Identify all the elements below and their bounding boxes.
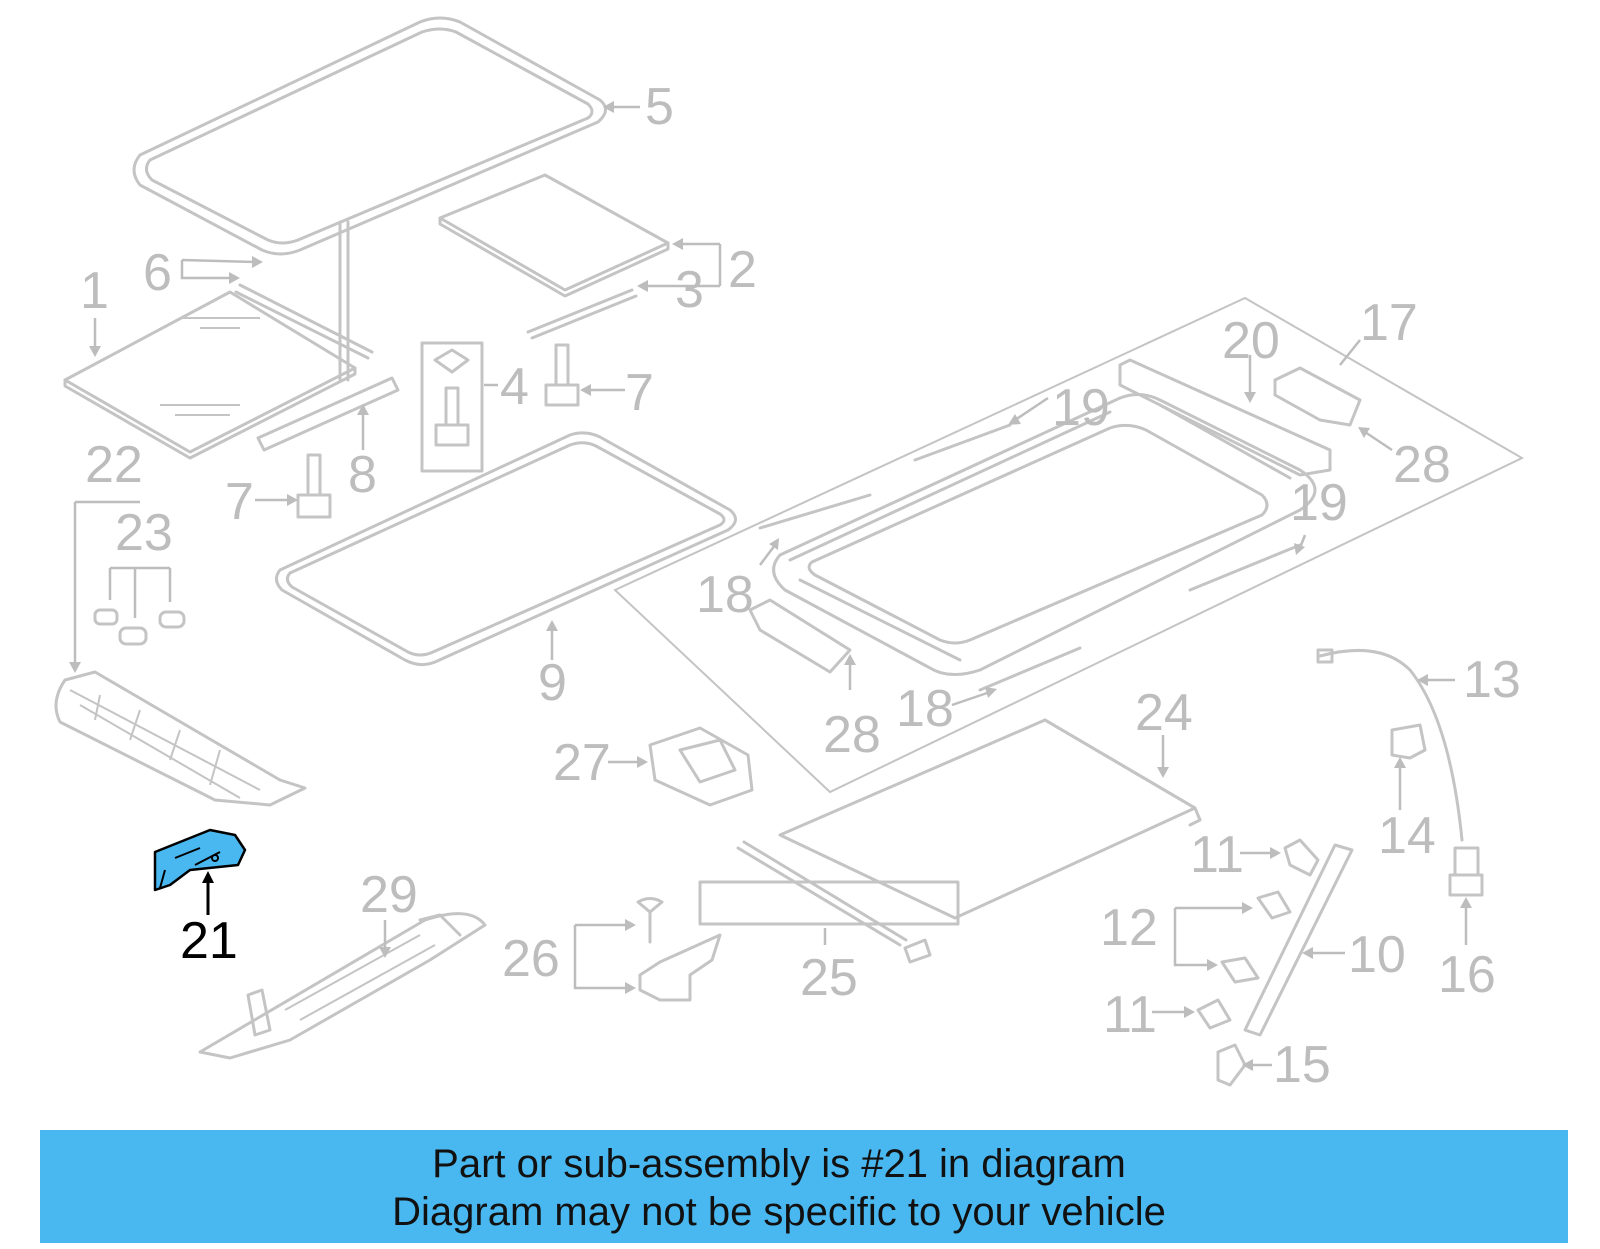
callout-25: 25 [800,949,858,1007]
leader-lines [69,101,1472,1071]
callout-26: 26 [502,930,560,988]
part-25-rail [698,840,960,964]
part-15-connector [1216,1043,1247,1087]
callout-28-lower: 28 [823,706,881,764]
part-12-clip-upper [1256,890,1292,920]
callout-18-lower: 18 [896,680,954,738]
callout-10: 10 [1348,926,1406,984]
part-3-strip [526,288,638,340]
callout-28-right: 28 [1393,436,1451,494]
part-21-bracket [153,828,247,892]
banner-line-part: Part or sub-assembly is #21 in diagram [432,1142,1126,1186]
part-16-grommet [1448,846,1484,897]
callout-22: 22 [85,436,143,494]
callout-19-upper: 19 [1052,379,1110,437]
callout-21: 21 [180,912,238,970]
callout-11-lower: 11 [1103,986,1157,1044]
part-22-trim [54,670,307,807]
part-6-strip [234,283,374,360]
callout-labels: 5 2 3 6 1 4 7 8 7 9 22 23 17 20 19 28 19… [80,78,1521,1094]
sunroof-parts-diagram: 5 2 3 6 1 4 7 8 7 9 22 23 17 20 19 28 19… [54,16,1525,1094]
callout-19-lower: 19 [1290,474,1348,532]
info-banner: Part or sub-assembly is #21 in diagram D… [40,1130,1568,1243]
callout-5: 5 [645,78,674,136]
part-10-drain-hose [1243,843,1354,1037]
part-7-bolt-lower [296,453,332,519]
callout-15: 15 [1273,1036,1331,1094]
callout-13: 13 [1463,651,1521,709]
leader-line-21 [202,871,214,915]
part-11-clip-lower [1196,998,1232,1030]
part-7-bolt-upper [544,343,580,407]
callout-11-upper: 11 [1190,826,1244,884]
part-4-bolt-kit [420,341,484,473]
part-9-seal [275,431,737,667]
part-13-hose-end [1316,648,1334,664]
part-17-frame-assembly [613,296,1525,794]
callout-4: 4 [500,358,529,416]
vertical-rod [338,220,350,382]
part-29-trim [198,912,487,1060]
callout-2: 2 [728,241,757,299]
part-5-glass-seal [132,16,607,256]
callout-1: 1 [80,262,109,320]
part-8-bar [256,376,400,452]
part-13-drain-hose [1318,648,1464,842]
callout-12: 12 [1100,899,1158,957]
callout-7-upper: 7 [625,364,654,422]
callout-27: 27 [553,734,611,792]
callout-23: 23 [115,504,173,562]
callout-17: 17 [1360,294,1418,352]
callout-7-lower: 7 [225,473,254,531]
part-12-clip-lower [1220,956,1260,984]
part-2-panel [438,173,670,298]
callout-18-upper: 18 [696,566,754,624]
part-11-clip-upper [1283,838,1320,877]
callout-3: 3 [675,261,704,319]
callout-20: 20 [1222,312,1280,370]
callout-14: 14 [1378,807,1436,865]
callout-16: 16 [1438,946,1496,1004]
part-26-screw-bracket [636,897,722,1002]
part-1-glass [63,290,357,460]
callout-6: 6 [143,244,172,302]
callout-9: 9 [538,654,567,712]
part-14-clip [1390,723,1427,760]
callout-29: 29 [360,866,418,924]
part-24-shade [778,718,1202,920]
part-23-clips [93,608,186,646]
part-27-motor [648,726,754,807]
callout-24: 24 [1135,684,1193,742]
callout-8: 8 [348,446,377,504]
banner-line-disclaimer: Diagram may not be specific to your vehi… [392,1190,1166,1234]
